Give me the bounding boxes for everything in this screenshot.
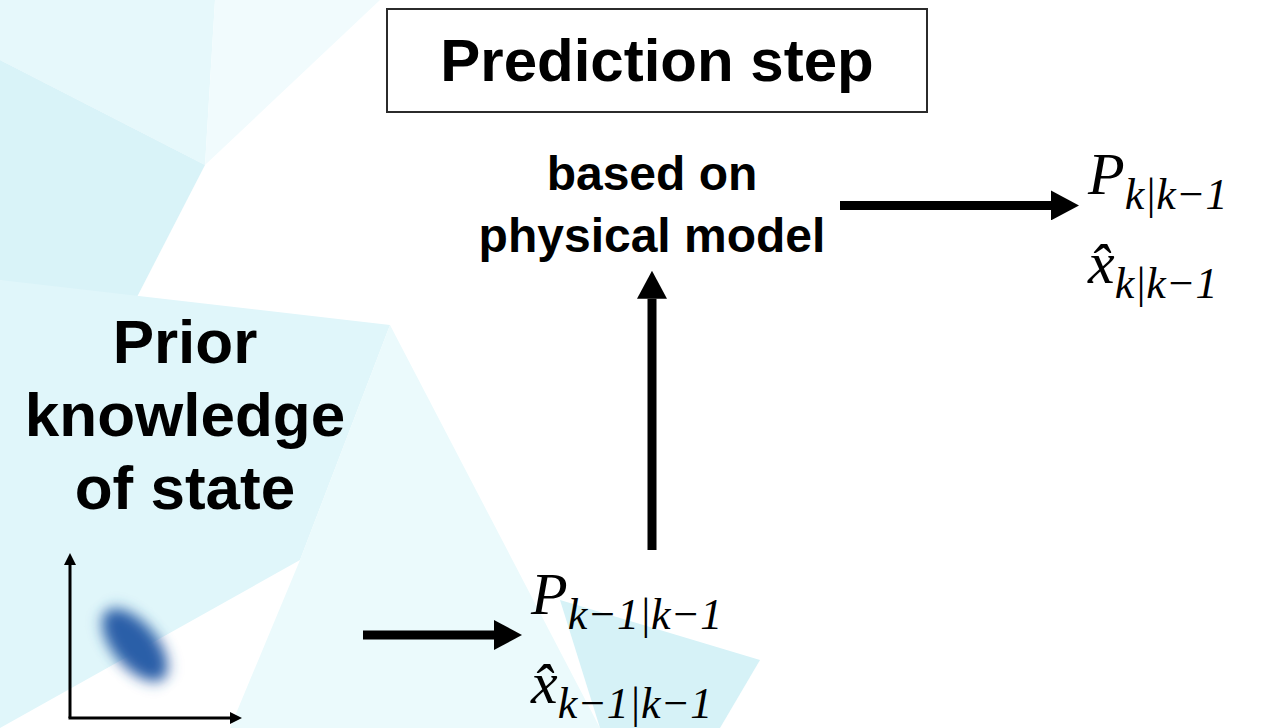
flow-arrow <box>363 631 494 640</box>
node-text: based on physical model <box>467 143 837 268</box>
predicted-state: Pk|k−1x̂k|k−1 <box>1082 133 1234 331</box>
subscript-text: k−1|k−1 <box>568 590 723 639</box>
symbol-text: x̂ <box>531 650 558 716</box>
symbol-text: x̂ <box>1088 230 1115 296</box>
prior-knowledge: Prior knowledge of state <box>10 305 360 720</box>
math-line: Pk−1|k−1 <box>531 557 722 646</box>
plot-axis <box>69 717 231 720</box>
process-label: based on physical model <box>467 143 837 268</box>
subscript-text: k|k−1 <box>1115 259 1218 308</box>
title-box: Prediction step <box>386 8 927 113</box>
background-facet <box>205 0 380 165</box>
math-line: x̂k−1|k−1 <box>531 646 722 728</box>
node-text: Prediction step <box>440 26 873 95</box>
flow-arrow <box>648 299 657 550</box>
flow-arrow <box>840 201 1051 210</box>
state-distribution <box>90 597 180 693</box>
previous-state: Pk−1|k−1x̂k−1|k−1 <box>525 553 728 728</box>
symbol-text: P <box>1088 141 1125 207</box>
plot-axis <box>69 565 72 718</box>
subscript-text: k|k−1 <box>1125 170 1228 219</box>
node-text: Prior knowledge of state <box>10 305 360 524</box>
math-line: x̂k|k−1 <box>1088 226 1228 315</box>
symbol-text: P <box>531 561 568 627</box>
math-line: Pk|k−1 <box>1088 137 1228 226</box>
subscript-text: k−1|k−1 <box>558 679 713 728</box>
